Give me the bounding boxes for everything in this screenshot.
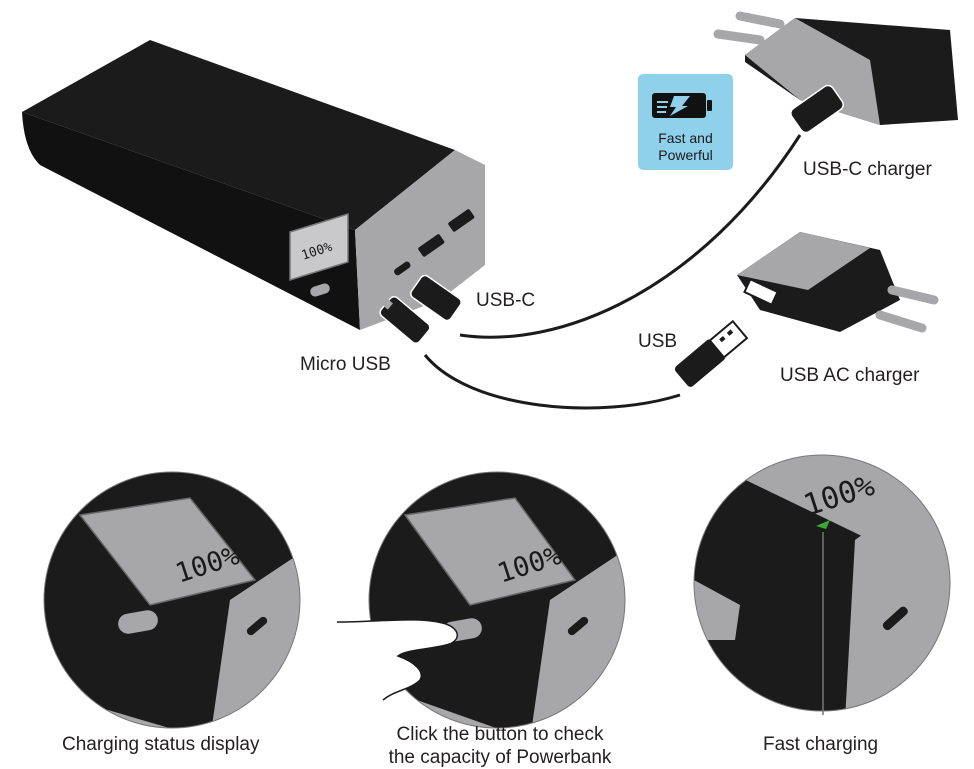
- detail1-power-button[interactable]: [117, 609, 160, 636]
- fast-powerful-badge: Fast and Powerful: [638, 74, 733, 170]
- cables: [423, 134, 802, 410]
- plug-pin: [887, 285, 939, 305]
- usb-label: USB: [638, 331, 678, 352]
- detail1-port: [246, 616, 268, 636]
- usb-a-hole: [719, 335, 726, 343]
- plug-pin: [875, 310, 927, 333]
- caption-click-line-1: Click the button to check: [396, 724, 604, 745]
- powerbank-front: [355, 150, 485, 330]
- usb-a-plug-body: [674, 339, 726, 387]
- badge-line-2: Powerful: [658, 147, 713, 163]
- usbc-charger-face: [745, 18, 880, 125]
- usb-cable: [423, 354, 681, 410]
- usb-a-plug-metal: [708, 319, 749, 359]
- finger-hand: [336, 619, 458, 701]
- usb-port-1: [418, 234, 445, 257]
- detail2-display: [403, 497, 577, 606]
- usb-ac-charger-face: [737, 232, 870, 290]
- caption-click-button: Click the button to check the capacity o…: [360, 723, 640, 769]
- detail-charging-status: 100%: [43, 471, 301, 729]
- plug-pin: [735, 11, 785, 29]
- detail3-face: [845, 470, 950, 711]
- detail2-port: [567, 616, 589, 636]
- caption-click-line-2: the capacity of Powerbank: [388, 747, 612, 768]
- usb-ac-charger: [737, 232, 939, 333]
- usb-port-2: [448, 209, 475, 232]
- usb-ac-charger-label: USB AC charger: [780, 365, 920, 386]
- detail-button-check: 100%: [336, 471, 626, 729]
- detail3-port: [882, 606, 908, 631]
- power-button[interactable]: [309, 282, 331, 298]
- micro-usb-label: Micro USB: [300, 354, 391, 375]
- usb-c-label: USB-C: [476, 290, 536, 311]
- badge-text: Fast and Powerful: [638, 130, 733, 164]
- usb-ac-port: [743, 277, 779, 307]
- badge-line-1: Fast and: [658, 130, 713, 146]
- powerbank: 100%: [22, 40, 485, 344]
- detail-fast-charging: 100%: [693, 454, 951, 715]
- usbc-port: [394, 261, 411, 276]
- fast-charge-indicator: [816, 520, 830, 529]
- usb-a-hole: [726, 329, 734, 336]
- usbc-cable: [459, 134, 802, 339]
- powerbank-side: [22, 112, 360, 330]
- micro-usb-tip: [377, 294, 393, 310]
- detail3-lower: [694, 580, 740, 640]
- caption-charging-status: Charging status display: [62, 734, 260, 755]
- usbc-charger-label: USB-C charger: [803, 159, 932, 180]
- usbc-charger: [713, 11, 958, 134]
- caption-fast-charging: Fast charging: [763, 734, 879, 755]
- powerbank-top: [22, 40, 455, 230]
- usb-a-plug: [674, 319, 749, 387]
- plug-pin: [713, 29, 765, 45]
- usbc-charger-plug: [790, 84, 844, 134]
- detail1-display: [78, 497, 257, 606]
- display-frame: [289, 212, 349, 282]
- usbc-plug: [410, 274, 462, 322]
- fast-charge-battery-icon: [652, 93, 712, 118]
